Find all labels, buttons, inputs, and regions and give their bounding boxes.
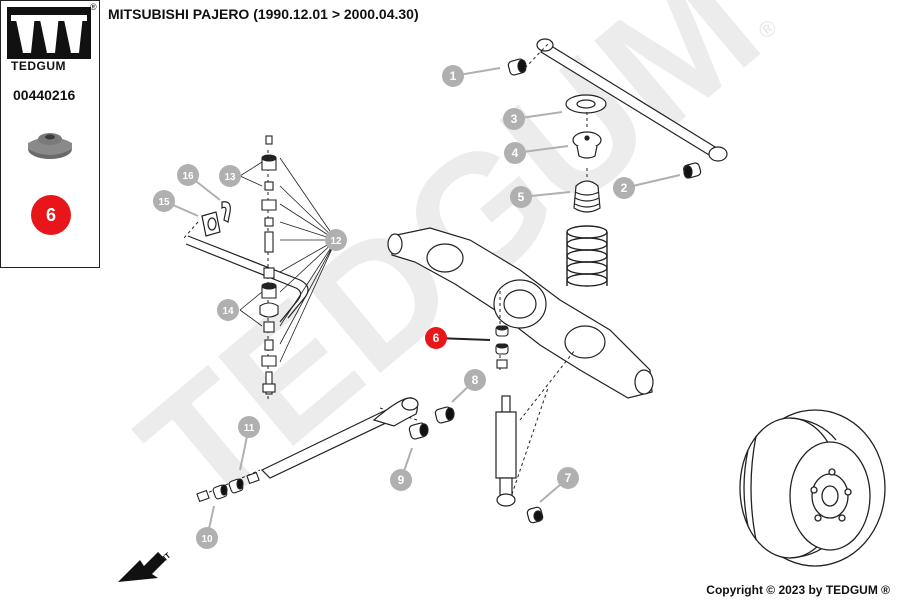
callout-label-4: 4 [512, 146, 519, 160]
coil-spring [566, 225, 608, 287]
arm-bushes-8-9 [408, 406, 455, 440]
tedgum-logo [7, 7, 91, 59]
callout-badge-9 [390, 469, 412, 491]
callout-badge-11 [238, 416, 260, 438]
spring-seat-3 [565, 94, 607, 114]
part-info-panel: ® TEDGUM 00440216 6 [0, 0, 100, 268]
bush-1 [507, 58, 527, 76]
callout-badge-6 [425, 327, 447, 349]
callout-badge-3 [503, 108, 525, 130]
callout-badge-13 [219, 165, 241, 187]
callout-badge-5 [510, 186, 532, 208]
callout-badge-10 [196, 527, 218, 549]
callout-label-9: 9 [398, 473, 405, 487]
callout-label-1: 1 [450, 69, 457, 83]
callout-label-6: 6 [433, 331, 440, 345]
brand-name: TEDGUM [11, 59, 66, 73]
registered-mark: ® [90, 2, 97, 12]
callout-badge-16 [177, 164, 199, 186]
callout-badge-15 [153, 190, 175, 212]
arm-end-bushes-10-11 [196, 471, 260, 503]
callout-label-13: 13 [224, 172, 236, 183]
callout-label-12: 12 [330, 236, 342, 247]
leader-lines [239, 157, 337, 363]
callout-label-16: 16 [182, 171, 194, 182]
bush-7 [526, 506, 544, 524]
page-title: MITSUBISHI PAJERO (1990.12.01 > 2000.04.… [108, 6, 419, 22]
shock-absorber [495, 395, 517, 507]
bracket-16 [221, 201, 231, 223]
rear-axle-housing [387, 227, 654, 399]
callout-badge-1 [442, 65, 464, 87]
callout-label-14: 14 [222, 306, 234, 317]
wheel [739, 409, 886, 567]
callout-label-5: 5 [518, 190, 525, 204]
callout-label-15: 15 [158, 197, 170, 208]
stabilizer-link-stack-12 [259, 135, 279, 395]
bump-stop-5 [573, 180, 601, 213]
callout-badge-4 [504, 142, 526, 164]
front-direction-arrow: FRONT [118, 551, 172, 582]
callout-badge-8 [464, 369, 486, 391]
callout-badge-7 [557, 467, 579, 489]
bump-stop-mount-4 [572, 131, 602, 159]
bush-2 [683, 162, 702, 179]
callout-badge-2 [613, 177, 635, 199]
callout-label-2: 2 [621, 181, 628, 195]
part-number: 00440216 [13, 87, 76, 103]
callout-badge-12 [325, 229, 347, 251]
highlighted-part-badge: 6 [31, 195, 71, 235]
callout-label-11: 11 [244, 423, 255, 434]
copyright-notice: Copyright © 2023 by TEDGUM ® [706, 583, 890, 597]
callout-badge-14 [217, 299, 239, 321]
callout-label-7: 7 [565, 471, 572, 485]
callout-label-3: 3 [511, 112, 518, 126]
callout-label-10: 10 [201, 534, 213, 545]
stabilizer-bush-15 [201, 211, 221, 237]
part-thumbnail [28, 133, 72, 159]
shock-bushes-6 [495, 325, 509, 369]
callout-label-8: 8 [472, 373, 479, 387]
trailing-arm [260, 397, 419, 479]
